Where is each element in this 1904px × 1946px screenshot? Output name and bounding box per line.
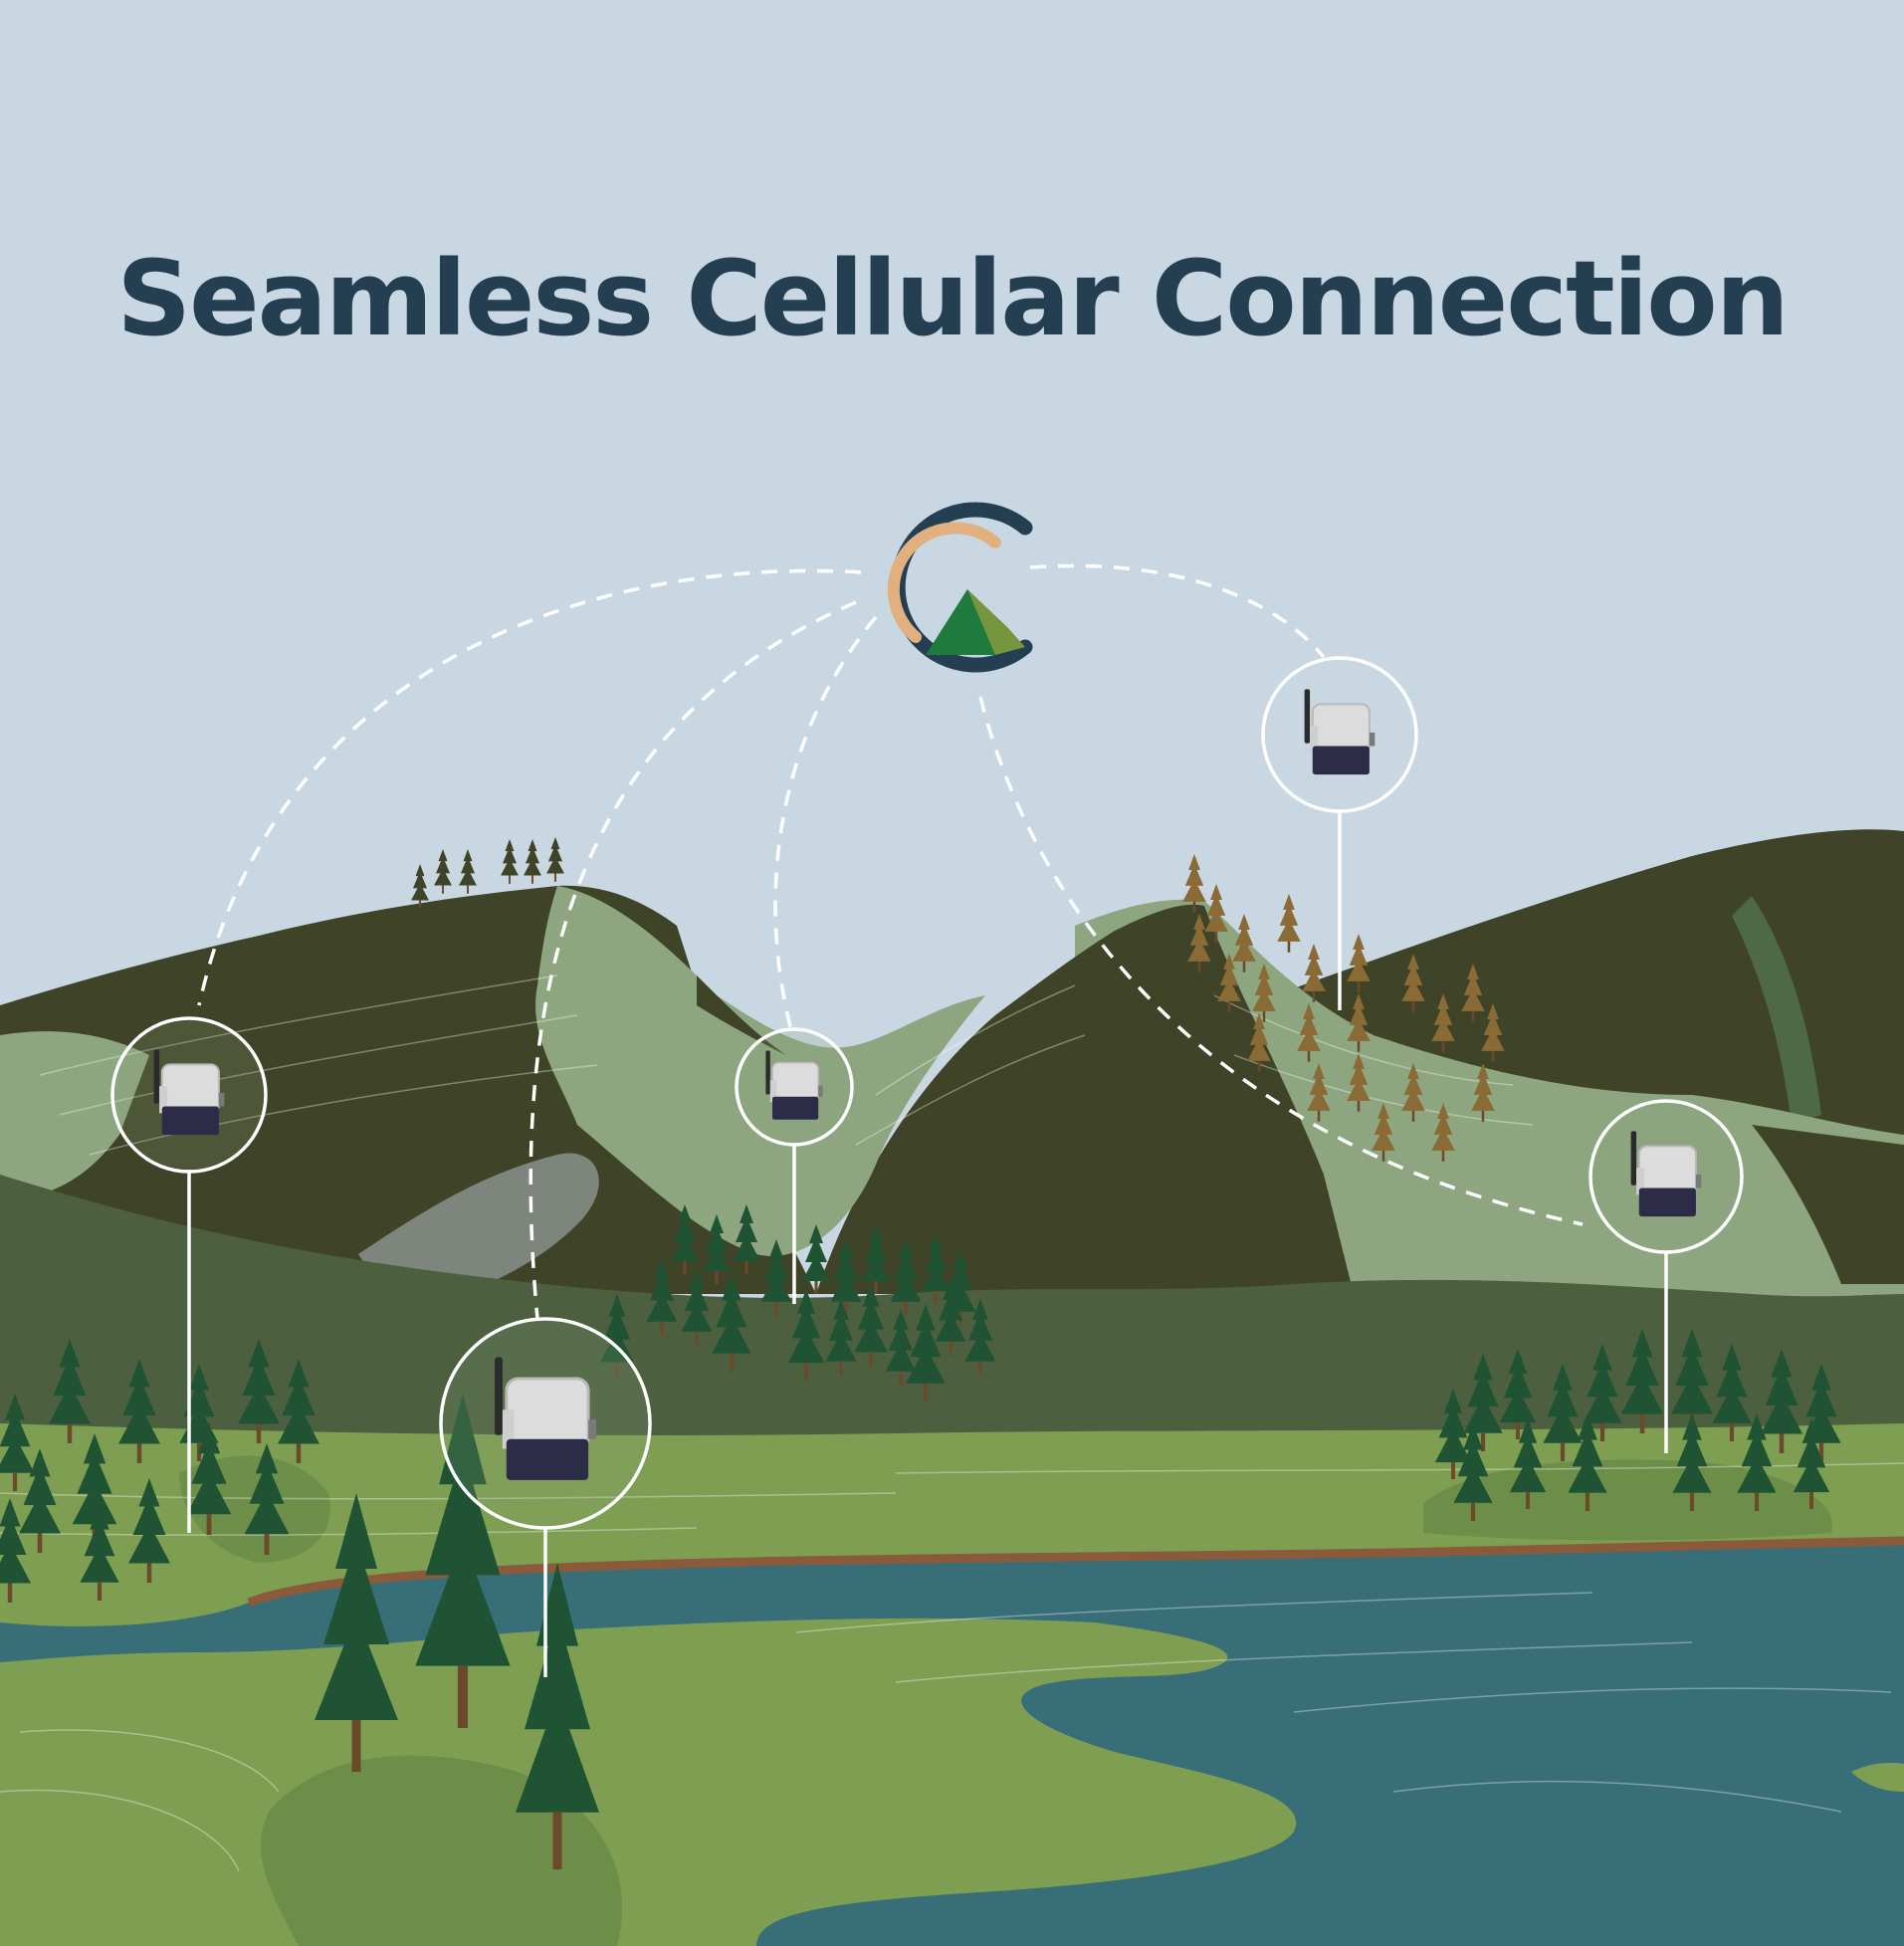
dashed-connection-line [978,696,1584,1226]
mountain-center [816,904,1354,1294]
dashed-connection-line [197,568,862,1006]
contour-lines [0,974,1904,1872]
lake-shore [247,1536,1904,1608]
sensor-bubble [1588,1099,1744,1254]
sensor-bubble [439,1317,652,1530]
dashed-connection-lines [197,563,1584,1320]
sensor-bubble [735,1027,854,1147]
hill-center-light [535,886,985,1256]
dashed-connection-line [529,600,857,1320]
sensor-stems [187,811,1668,1677]
dashed-connection-line [773,615,878,1031]
dashed-connection-line [1029,563,1326,659]
sensor-bubble [1261,656,1418,813]
cellular-hub-logo-icon [887,502,1033,673]
lake [0,1541,1904,1946]
page-title: Seamless Cellular Connection [116,238,1790,359]
sensor-bubble [110,1016,268,1174]
